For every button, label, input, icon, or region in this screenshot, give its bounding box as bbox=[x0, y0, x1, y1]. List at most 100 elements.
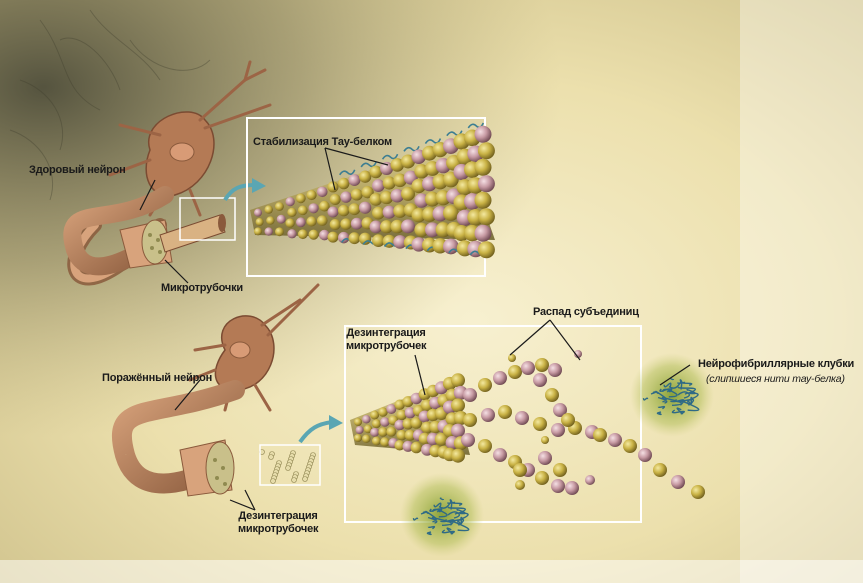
microtubule-subunit bbox=[309, 203, 319, 213]
label-disintegration-bottom-line2: микротрубочек bbox=[238, 523, 318, 535]
microtubule-subunit bbox=[265, 205, 273, 213]
loose-subunit bbox=[535, 358, 549, 372]
label-microtubules: Микротрубочки bbox=[161, 282, 243, 294]
loose-subunit bbox=[533, 373, 547, 387]
loose-subunit bbox=[553, 463, 567, 477]
loose-subunit bbox=[561, 413, 575, 427]
microtubule-subunit bbox=[451, 449, 465, 463]
microtubule-subunit bbox=[370, 411, 379, 420]
microtubule-subunit bbox=[286, 197, 295, 206]
microtubule-subunit bbox=[256, 218, 264, 226]
microtubule-subunit bbox=[317, 215, 328, 226]
label-disintegration-top: Дезинтеграция микротрубочек bbox=[346, 327, 426, 353]
microtubule-subunit bbox=[277, 215, 286, 224]
microtubule-subunit bbox=[351, 189, 363, 201]
label-tau-stabilization: Стабилизация Тау-белком bbox=[253, 136, 392, 148]
loose-subunit bbox=[508, 354, 516, 362]
microtubule-subunit bbox=[298, 205, 308, 215]
microtubule-subunit bbox=[307, 190, 317, 200]
loose-subunit bbox=[508, 365, 522, 379]
microtubule-subunit bbox=[478, 175, 495, 192]
loose-subunit bbox=[463, 388, 477, 402]
microtubule-subunit bbox=[338, 178, 349, 189]
microtubule-subunit bbox=[340, 218, 351, 229]
microtubule-subunit bbox=[287, 208, 296, 217]
microtubule-subunit bbox=[478, 142, 495, 159]
loose-subunit bbox=[551, 479, 565, 493]
tau-filament bbox=[657, 412, 661, 414]
label-disintegration-top-line2: микротрубочек bbox=[346, 340, 426, 352]
microtubule-subunit bbox=[475, 192, 492, 209]
loose-subunit bbox=[463, 413, 477, 427]
microtubule-subunit bbox=[372, 179, 385, 192]
loose-subunit bbox=[493, 371, 507, 385]
microtubule-subunit bbox=[475, 159, 492, 176]
spilled-particle bbox=[292, 478, 297, 483]
label-tangles-note: (слипшиеся нити тау-белка) bbox=[706, 373, 845, 385]
loose-subunit bbox=[493, 448, 507, 462]
microtubule-subunit bbox=[296, 194, 306, 204]
loose-subunit bbox=[653, 463, 667, 477]
label-disintegration-top-line1: Дезинтеграция bbox=[346, 327, 425, 339]
microtubule-subunit bbox=[328, 232, 339, 243]
microtubule-subunit bbox=[338, 232, 349, 243]
microtubule-subunit bbox=[330, 219, 341, 230]
loose-subunit bbox=[551, 423, 565, 437]
microtubule-subunit bbox=[478, 241, 495, 258]
microtubule-subunit bbox=[349, 174, 361, 186]
loose-subunit bbox=[513, 463, 527, 477]
loose-subunit bbox=[638, 448, 652, 462]
microtubule-subunit bbox=[359, 171, 371, 183]
microtubule-subunit bbox=[351, 218, 363, 230]
microtubule-subunit bbox=[265, 227, 273, 235]
loose-subunit bbox=[545, 388, 559, 402]
microtubule-subunit bbox=[380, 437, 390, 447]
loose-subunit bbox=[478, 378, 492, 392]
loose-subunit bbox=[498, 405, 512, 419]
microtubule-subunit bbox=[317, 187, 328, 198]
microtubule-subunit bbox=[378, 407, 388, 417]
microtubule-subunit bbox=[443, 239, 459, 255]
loose-subunit bbox=[533, 417, 547, 431]
loose-subunit bbox=[521, 361, 535, 375]
microtubule-subunit bbox=[349, 203, 361, 215]
microtubule-subunit bbox=[296, 217, 306, 227]
microtubule-subunit bbox=[309, 230, 319, 240]
microtubule-subunit bbox=[340, 191, 351, 202]
microtubule-subunit bbox=[287, 229, 296, 238]
microtubule-subunit bbox=[386, 427, 396, 437]
microtubule-subunit bbox=[307, 216, 317, 226]
microtubule-subunit bbox=[380, 417, 390, 427]
loose-subunit bbox=[565, 481, 579, 495]
neurofibrillary-tangle-bottom bbox=[400, 473, 484, 557]
microtubule-subunit bbox=[254, 227, 262, 235]
label-disintegration-bottom: Дезинтеграция микротрубочек bbox=[238, 510, 318, 536]
label-disintegration-bottom-line1: Дезинтеграция bbox=[238, 510, 317, 522]
label-neurofibrillary-tangles: Нейрофибриллярные клубки bbox=[698, 358, 854, 370]
spilled-particle bbox=[303, 477, 308, 482]
label-affected-neuron: Поражённый нейрон bbox=[102, 372, 212, 384]
loose-subunit bbox=[623, 439, 637, 453]
microtubule-subunit bbox=[254, 209, 262, 217]
microtubule-subunit bbox=[378, 427, 388, 437]
microtubule-subunit bbox=[356, 426, 364, 434]
microtubule-subunit bbox=[451, 373, 465, 387]
microtubule-subunit bbox=[372, 419, 381, 428]
microtubule-subunit bbox=[354, 434, 362, 442]
loose-subunit bbox=[548, 363, 562, 377]
spilled-particle bbox=[269, 455, 274, 460]
microtubule-subunit bbox=[451, 398, 465, 412]
microtubule-subunit bbox=[370, 428, 379, 437]
label-subunit-breakdown: Распад субъединиц bbox=[533, 306, 639, 318]
microtubule-subunit bbox=[362, 435, 371, 444]
microtubule-subunit bbox=[372, 437, 381, 446]
microtubule-subunit bbox=[286, 218, 295, 227]
microtubule-subunit bbox=[475, 225, 492, 242]
microtubule-subunit bbox=[359, 202, 371, 214]
loose-subunit bbox=[671, 475, 685, 489]
microtubule-subunit bbox=[411, 442, 423, 454]
loose-subunit bbox=[535, 471, 549, 485]
loose-subunit bbox=[515, 411, 529, 425]
loose-subunit bbox=[481, 408, 495, 422]
microtubule-subunit bbox=[275, 227, 284, 236]
